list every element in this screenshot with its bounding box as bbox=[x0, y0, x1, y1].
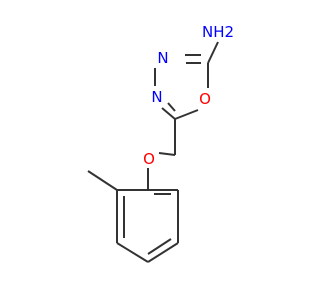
bond-arene-c3-c4 bbox=[116, 242, 149, 263]
ring-nitrogen-lower-label: N bbox=[151, 88, 162, 106]
amine-label: NH2 bbox=[202, 23, 234, 41]
bond-n4-c5-double bbox=[161, 107, 176, 120]
ether-oxygen-label: O bbox=[143, 150, 155, 168]
ring-nitrogen-upper-label: N bbox=[157, 49, 168, 67]
bond-methylene-ether-oxygen bbox=[158, 152, 176, 156]
benzene-ring bbox=[116, 189, 179, 263]
bond-arene-c4-c5 bbox=[147, 242, 179, 263]
oxadiazole-ring bbox=[154, 54, 209, 120]
bond-n4-c5 bbox=[167, 102, 176, 112]
bond-c5-o1 bbox=[174, 109, 199, 120]
bond-arene-inner-2 bbox=[147, 238, 172, 255]
bond-c2-amine bbox=[207, 41, 219, 64]
bond-arene-methyl bbox=[87, 170, 118, 191]
ring-oxygen-label: O bbox=[199, 90, 211, 108]
molecule-structure: NH2 N N O O bbox=[87, 23, 234, 263]
